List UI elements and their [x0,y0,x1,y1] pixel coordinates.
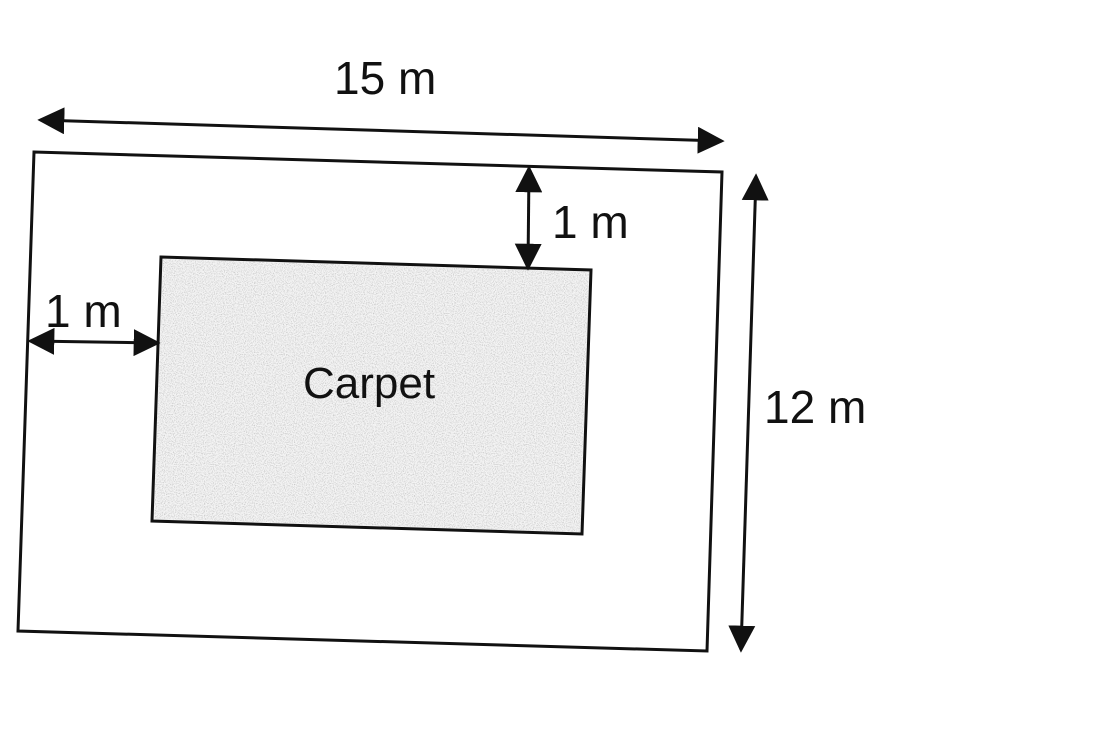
height-label: 12 m [764,381,866,433]
top-gap-label: 1 m [552,196,629,248]
room-outline [16,150,724,653]
height-dimension-arrow [728,173,769,653]
left-gap-arrow [27,327,161,357]
width-label: 15 m [334,52,436,104]
top-gap-arrow [514,165,543,271]
left-gap-label: 1 m [45,285,122,337]
carpet-label: Carpet [303,359,435,408]
width-dimension-arrow [37,107,725,154]
carpet-texture [154,259,589,532]
